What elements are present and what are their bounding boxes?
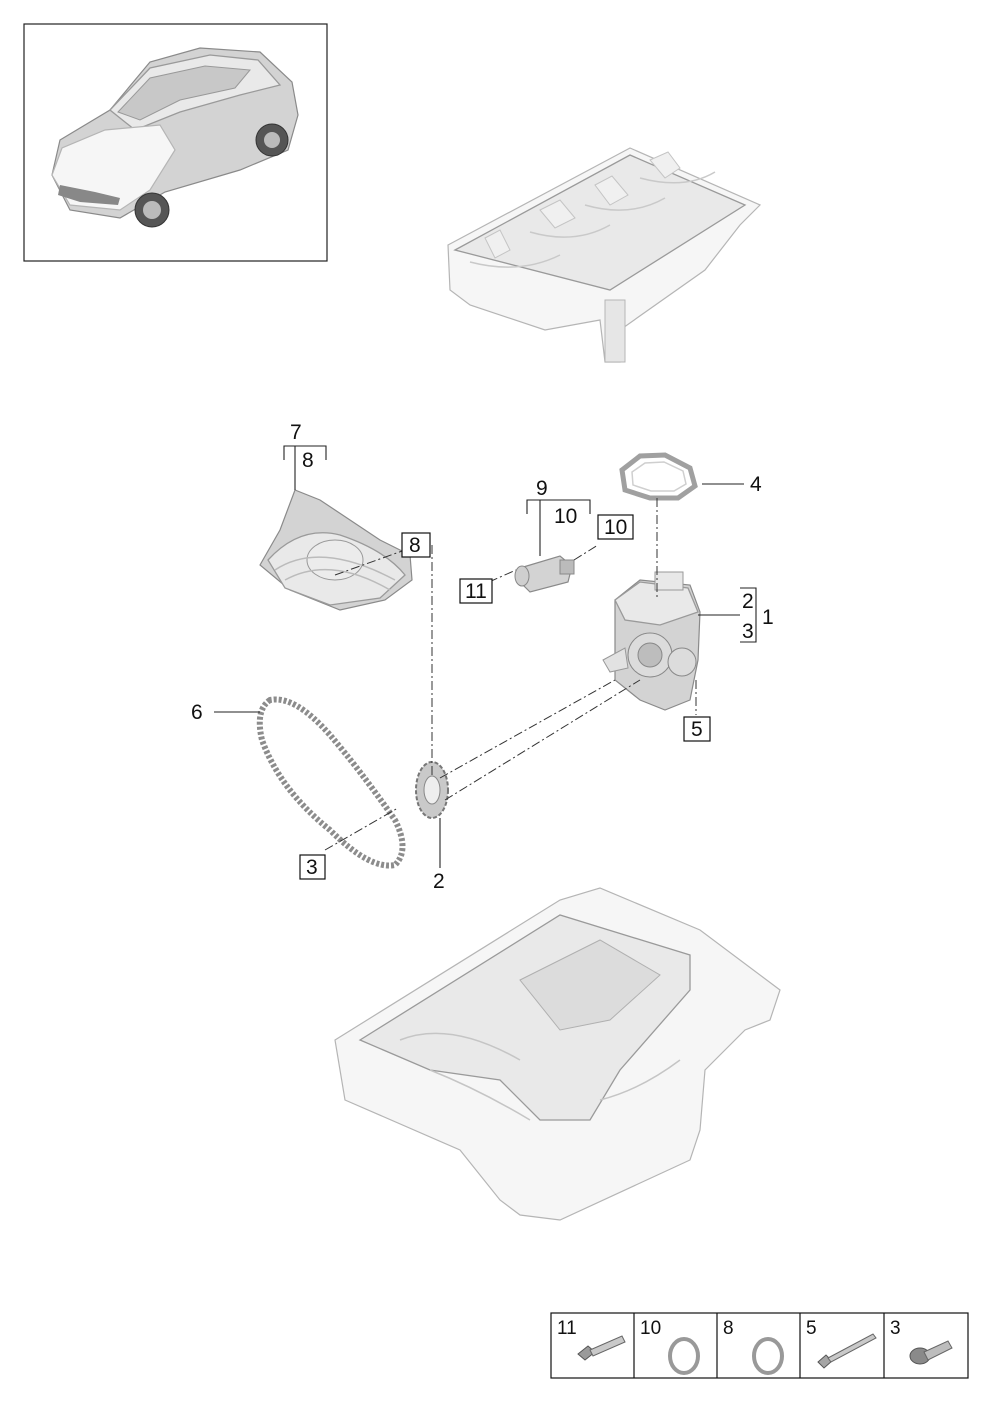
- oil-pump-illustration: [602, 571, 701, 711]
- callout-8-bracket: 8: [302, 449, 314, 472]
- boxed-callout-5: 5: [683, 716, 711, 742]
- svg-text:10: 10: [604, 516, 627, 539]
- callout-6: 6: [191, 701, 203, 724]
- car-illustration: [51, 47, 299, 228]
- leader-lines: [214, 445, 757, 868]
- callout-4: 4: [750, 473, 762, 496]
- svg-text:3: 3: [306, 856, 318, 879]
- callout-2: 2: [433, 870, 445, 893]
- gasket-illustration: [619, 452, 698, 501]
- svg-text:11: 11: [465, 580, 487, 603]
- legend-cell-11: 11: [557, 1318, 626, 1361]
- alignment-lines: [324, 498, 697, 851]
- long-bolt-icon: [817, 1333, 877, 1369]
- svg-text:3: 3: [890, 1318, 901, 1339]
- seal-ring-icon: [752, 1337, 784, 1375]
- callout-3-stack: 3: [742, 620, 754, 643]
- svg-text:8: 8: [723, 1318, 734, 1339]
- svg-text:8: 8: [409, 534, 421, 557]
- legend-cell-5: 5: [806, 1318, 877, 1369]
- callout-10-bracket: 10: [554, 505, 577, 528]
- callout-7: 7: [290, 421, 302, 444]
- callout-1: 1: [762, 606, 774, 629]
- chain-illustration: [256, 696, 406, 869]
- boxed-callout-3: 3: [299, 854, 326, 880]
- bolt-icon: [577, 1335, 626, 1361]
- fastener-legend: 11 10 8 5 3: [550, 1312, 969, 1379]
- svg-text:11: 11: [557, 1318, 577, 1339]
- baffle-illustration: [259, 489, 413, 611]
- svg-text:5: 5: [691, 718, 703, 741]
- legend-cell-10: 10: [640, 1318, 700, 1375]
- oil-pan-illustration: [334, 887, 781, 1221]
- legend-cell-3: 3: [890, 1318, 953, 1365]
- bedplate-illustration: [447, 147, 762, 363]
- seal-ring-icon: [668, 1337, 700, 1375]
- vehicle-thumbnail: [23, 23, 328, 262]
- flange-bolt-icon: [909, 1340, 953, 1365]
- legend-cell-8: 8: [723, 1318, 784, 1375]
- boxed-callout-10: 10: [597, 514, 634, 540]
- svg-text:10: 10: [640, 1318, 661, 1339]
- callout-9: 9: [536, 477, 548, 500]
- boxed-callout-8: 8: [401, 532, 431, 558]
- callout-2-stack: 2: [742, 590, 754, 613]
- svg-text:5: 5: [806, 1318, 817, 1339]
- boxed-callout-11: 11: [459, 578, 493, 604]
- control-valve-illustration: [514, 555, 575, 593]
